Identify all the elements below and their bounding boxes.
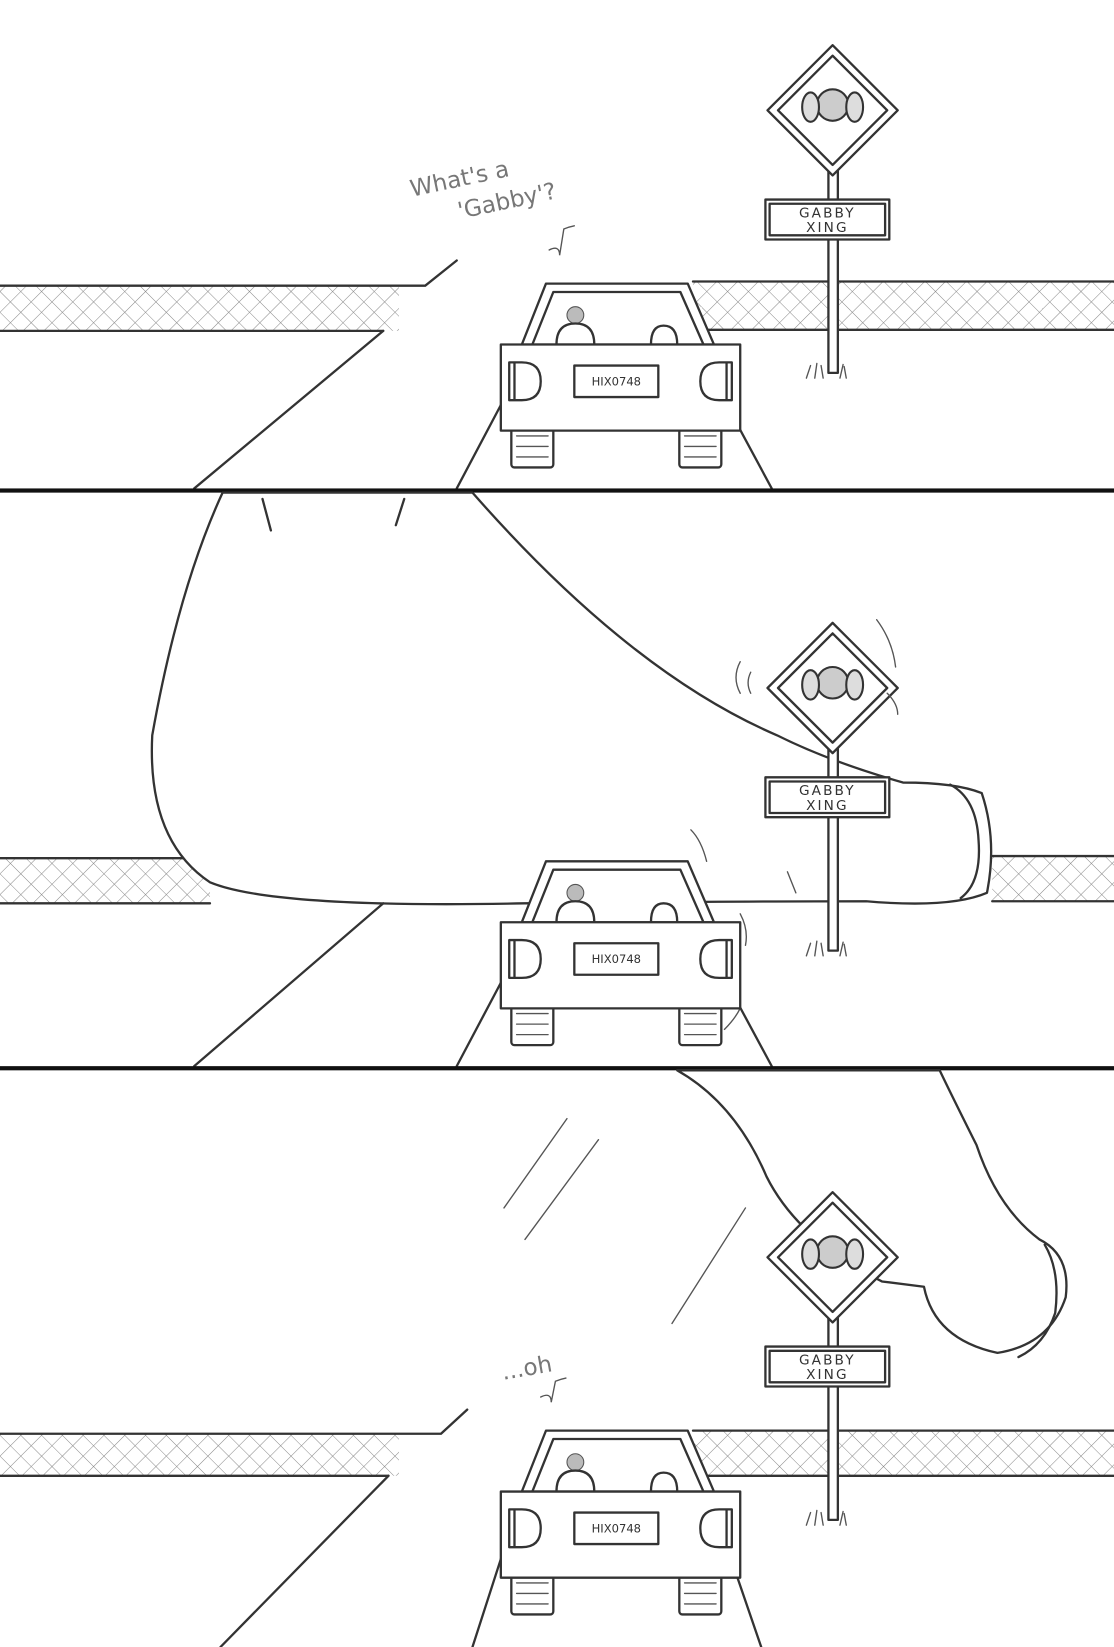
fence-right xyxy=(692,1430,1114,1476)
sign-line2: XING xyxy=(806,220,849,236)
license-plate: HIX0748 xyxy=(592,1522,641,1536)
fence-right xyxy=(992,856,1114,902)
sign-line2: XING xyxy=(806,1367,849,1383)
speech-bubble: ...oh xyxy=(500,1351,555,1385)
fence-left xyxy=(0,285,399,331)
sign-line2: XING xyxy=(806,798,849,814)
panel-divider xyxy=(0,488,1114,493)
sign-line1: GABBY xyxy=(799,1352,856,1368)
panel-3: GABBY XING HIX0748 ...oh xyxy=(0,1069,1114,1647)
sign-line1: GABBY xyxy=(799,205,856,221)
road xyxy=(193,329,773,490)
panel-1: GABBY XING HIX0748 What's a 'Gabby'? xyxy=(0,44,1114,490)
panel-divider xyxy=(0,1066,1114,1071)
road xyxy=(219,1474,763,1647)
fence-right xyxy=(692,281,1114,330)
fence-left xyxy=(0,858,210,904)
license-plate: HIX0748 xyxy=(592,952,641,966)
road xyxy=(193,902,773,1068)
license-plate: HIX0748 xyxy=(592,374,641,388)
fence-left xyxy=(0,1433,399,1476)
panel-2: GABBY XING HIX0748 xyxy=(0,491,1114,1068)
speech-bubble: What's a 'Gabby'? xyxy=(408,156,559,224)
sign-line1: GABBY xyxy=(799,783,856,799)
giant-leg xyxy=(676,1069,1068,1355)
